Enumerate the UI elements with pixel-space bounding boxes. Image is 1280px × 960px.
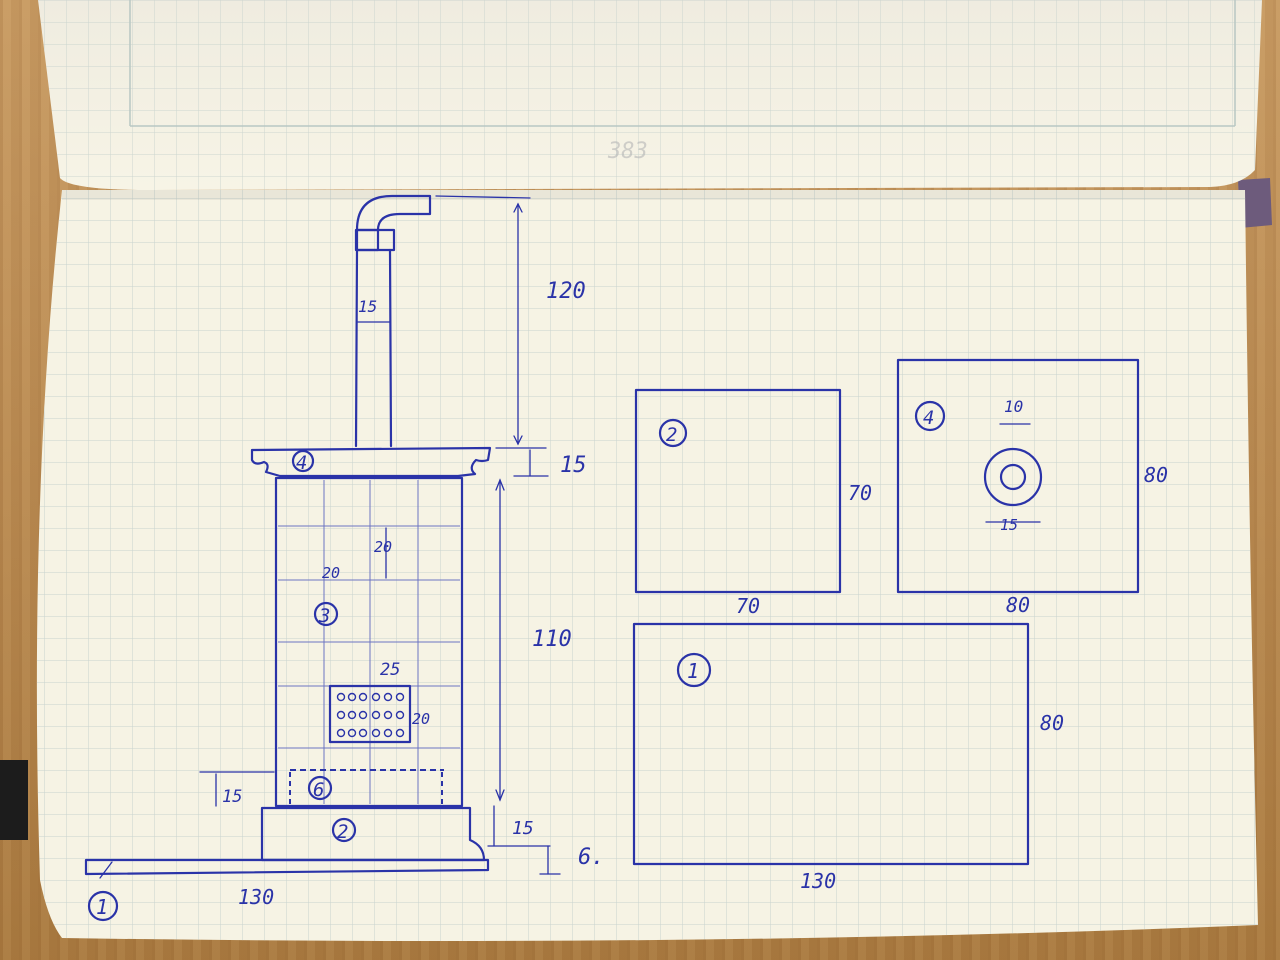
stove-cap bbox=[250, 446, 492, 478]
base-label-circle bbox=[331, 817, 357, 843]
part-1-plate: 1 80 130 bbox=[632, 622, 1064, 893]
base-height-label: 15 bbox=[512, 818, 534, 839]
floor-label: 1 bbox=[96, 895, 108, 919]
body-height-label: 110 bbox=[532, 627, 572, 652]
stove-drawing: 15 4 20 20 3 25 20 bbox=[84, 194, 605, 922]
floor-width-label: 130 bbox=[238, 885, 274, 909]
chimney-pipe-right bbox=[388, 248, 393, 448]
part-1-height-label: 80 bbox=[1040, 711, 1064, 735]
part-2-label: 2 bbox=[666, 424, 677, 446]
door-height-label: 20 bbox=[412, 710, 430, 728]
ribbon-marker bbox=[1238, 178, 1272, 228]
ash-label: 6 bbox=[313, 779, 324, 801]
part-1-width-label: 130 bbox=[800, 869, 836, 893]
part-1-rect bbox=[632, 622, 1030, 866]
ash-height-label: 15 bbox=[222, 787, 242, 807]
chimney-collar bbox=[354, 228, 396, 252]
part-4-width-label: 80 bbox=[1006, 593, 1030, 617]
cap-label: 4 bbox=[296, 452, 307, 474]
part-4-height-label: 80 bbox=[1144, 463, 1168, 487]
part-2-width-label: 70 bbox=[736, 594, 760, 618]
base-label: 2 bbox=[337, 821, 348, 843]
ash-label-circle bbox=[307, 775, 333, 801]
part-1-label-circle bbox=[676, 652, 712, 688]
stove-body bbox=[274, 476, 464, 808]
body-label: 3 bbox=[318, 605, 330, 627]
door-vents bbox=[336, 692, 405, 738]
tile-height-label: 20 bbox=[374, 538, 392, 556]
tile-width-label: 20 bbox=[322, 564, 340, 582]
ghost-text: 383 bbox=[607, 139, 648, 164]
cap-height-label: 15 bbox=[560, 453, 587, 478]
pipe-width-label: 15 bbox=[358, 297, 377, 316]
pipe-hole bbox=[999, 463, 1027, 491]
hole-label: 10 bbox=[1004, 397, 1023, 416]
chimney-pipe-left bbox=[354, 248, 359, 448]
part-4-rect bbox=[896, 358, 1140, 594]
chimney-elbow bbox=[355, 194, 432, 232]
body-label-circle bbox=[313, 601, 339, 627]
cap-label-circle bbox=[291, 449, 315, 473]
elastic-band bbox=[0, 760, 28, 840]
fire-door bbox=[328, 684, 412, 744]
door-width-label: 25 bbox=[380, 660, 400, 680]
floor-label-circle bbox=[87, 890, 119, 922]
part-2-label-circle bbox=[658, 418, 688, 448]
part-2-plate: 2 70 70 bbox=[634, 388, 872, 618]
part-2-rect bbox=[634, 388, 842, 594]
pipe-ring-outer bbox=[983, 447, 1043, 507]
part-4-plate: 4 10 15 80 80 bbox=[896, 358, 1168, 617]
part-2-height-label: 70 bbox=[848, 481, 872, 505]
part-1-label: 1 bbox=[687, 659, 699, 683]
plate-height-label: 6. bbox=[578, 845, 605, 870]
part-4-label-circle bbox=[914, 400, 946, 432]
chimney-height-label: 120 bbox=[546, 279, 586, 304]
part-4-label: 4 bbox=[923, 407, 934, 429]
ring-label: 15 bbox=[1000, 516, 1018, 534]
floor-plate bbox=[84, 858, 490, 876]
